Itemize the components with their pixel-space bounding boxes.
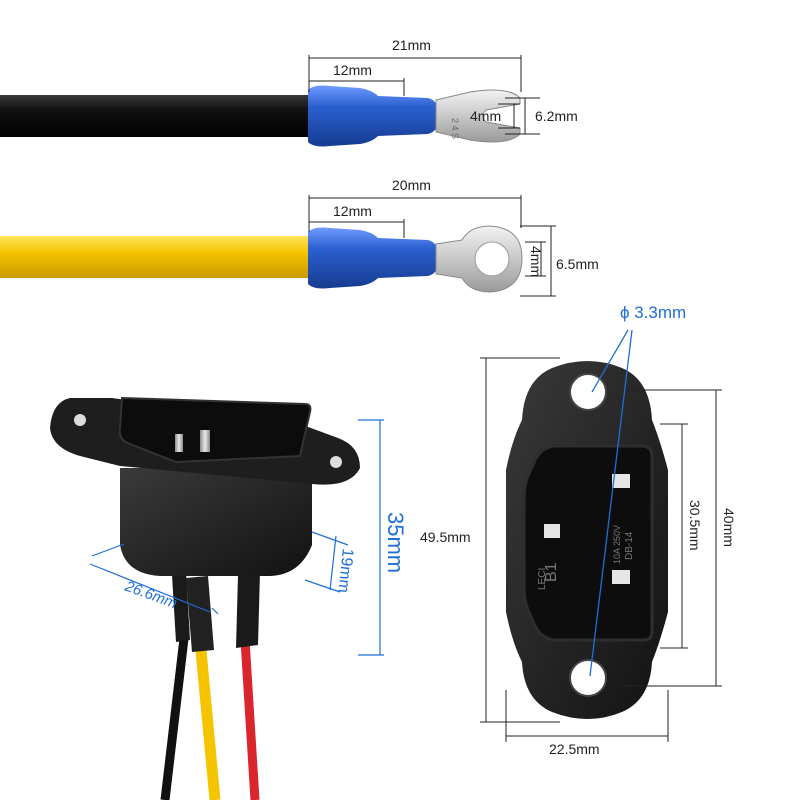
ring-sleeve-length: 12mm — [333, 203, 372, 219]
socket-width: 26.6mm — [122, 577, 180, 612]
hole-leaders — [589, 329, 633, 677]
front-hole-top — [569, 373, 607, 411]
front-pin-bottom — [612, 570, 630, 584]
socket-perspective-dimensions — [89, 419, 384, 656]
front-hole-diameter: ϕ 3.3mm — [620, 303, 686, 322]
front-marking-part: DB-14 — [624, 531, 635, 560]
fork-tongue — [435, 89, 521, 143]
fork-sleeve — [308, 85, 438, 147]
fork-sleeve-length: 12mm — [333, 62, 372, 78]
ring-terminal — [0, 225, 523, 293]
socket-sleeve-mid — [186, 576, 214, 652]
ring-width: 6.5mm — [556, 256, 599, 272]
black-wire — [0, 95, 320, 137]
front-body-height: 40mm — [721, 508, 737, 547]
front-hole-bottom — [569, 659, 607, 697]
socket-sleeve-red — [236, 572, 260, 648]
ring-dimensions — [308, 195, 556, 297]
socket-body — [120, 468, 312, 576]
ring-overall-length: 20mm — [392, 177, 431, 193]
front-marking-rating: 10A 250V — [612, 525, 622, 564]
front-width: 22.5mm — [549, 741, 600, 757]
ring-hole-diameter: 4mm — [528, 246, 544, 277]
fork-slot-width: 4mm — [470, 108, 501, 124]
front-marking-model: B1 — [543, 562, 560, 582]
yellow-wire — [0, 236, 320, 278]
socket-depth: 19mm — [334, 548, 356, 594]
flange-hole-right — [330, 456, 342, 468]
flange-hole-left — [74, 414, 86, 426]
front-marking-brand: LECI — [537, 568, 548, 590]
inlet-pin-right — [200, 430, 210, 452]
front-pin-top — [612, 474, 630, 488]
ring-sleeve — [308, 227, 438, 289]
fork-terminal: 2 4 S — [0, 85, 521, 147]
inlet-pin-left — [175, 434, 183, 452]
socket-height: 35mm — [383, 512, 408, 573]
socket-front-dimensions — [480, 357, 722, 742]
front-inlet-height: 30.5mm — [687, 500, 703, 551]
socket-sleeve-black — [172, 572, 190, 642]
front-pin-earth — [544, 524, 560, 538]
front-inlet — [522, 444, 654, 642]
front-flange-height: 49.5mm — [420, 529, 471, 545]
fork-dimensions — [308, 55, 540, 135]
ring-hole — [474, 241, 510, 277]
socket-front: B1 LECI DB-14 10A 250V — [506, 361, 668, 719]
fork-stamp: 2 4 S — [450, 118, 460, 139]
socket-inlet — [118, 396, 312, 464]
fork-tongue-width: 6.2mm — [535, 108, 578, 124]
socket-perspective — [50, 396, 360, 801]
fork-overall-length: 21mm — [392, 37, 431, 53]
